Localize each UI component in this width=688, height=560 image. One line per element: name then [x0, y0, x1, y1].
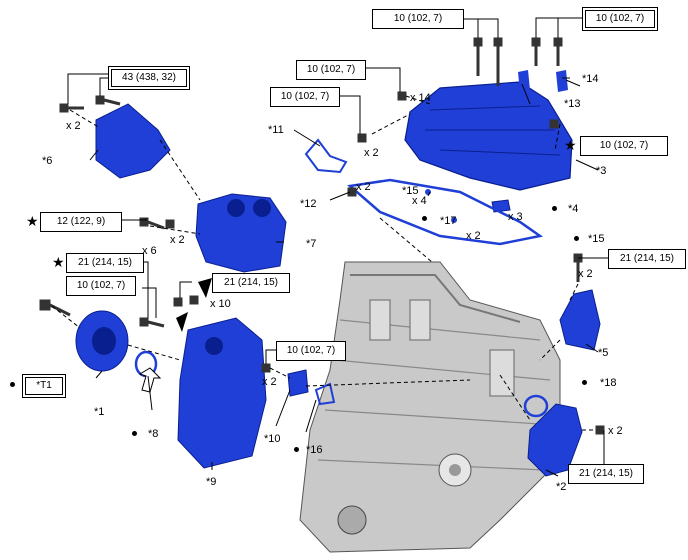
timing-chain-cover — [177, 317, 267, 469]
bullet-dot — [582, 380, 587, 385]
torque-box: 10 (102, 7) — [296, 60, 366, 80]
star-icon: ★ — [564, 137, 577, 153]
torque-box: 21 (214, 15) — [608, 249, 686, 269]
part-label: *6 — [42, 155, 53, 167]
part-label: *7 — [306, 238, 317, 250]
part-label: *1 — [94, 406, 105, 418]
bullet-dot — [574, 236, 579, 241]
quantity-label: x 2 — [466, 230, 481, 242]
water-inlet-housing — [527, 403, 583, 477]
torque-box: 10 (102, 7) — [372, 9, 464, 29]
engine-block — [299, 261, 561, 553]
part-label: *4 — [568, 203, 579, 215]
torque-box: 10 (102, 7) — [270, 87, 340, 107]
star-icon: ★ — [52, 254, 65, 270]
part-label: *13 — [564, 98, 581, 110]
bullet-dot — [422, 216, 427, 221]
torque-box: 10 (102, 7) — [580, 136, 668, 156]
bullet-dot — [552, 206, 557, 211]
quantity-label: x 6 — [142, 245, 157, 257]
torque-box: 21 (214, 15) — [568, 464, 644, 484]
part-label: *8 — [148, 428, 159, 440]
part-label: *14 — [582, 73, 599, 85]
part-label: *10 — [264, 433, 281, 445]
torque-box: 10 (102, 7) — [582, 7, 658, 31]
part-label: *5 — [598, 347, 609, 359]
engine-mounting-bracket-rh — [559, 289, 601, 351]
part-label: *16 — [306, 444, 323, 456]
torque-box: 21 (214, 15) — [212, 273, 290, 293]
alignment-lines — [51, 95, 596, 431]
part-label: *17 — [440, 215, 457, 227]
part-label: *11 — [268, 124, 284, 136]
torque-box: 12 (122, 9) — [40, 212, 122, 232]
quantity-label: x 10 — [210, 298, 231, 310]
quantity-label: x 2 — [364, 147, 379, 159]
torque-box: 10 (102, 7) — [276, 341, 346, 361]
arrows — [138, 278, 212, 393]
small-parts — [287, 70, 568, 397]
quantity-label: x 2 — [356, 181, 371, 193]
quantity-label: x 2 — [262, 376, 277, 388]
engine-mounting-bracket — [95, 103, 171, 179]
part-label: *3 — [596, 165, 607, 177]
cylinder-head-cover — [404, 81, 573, 191]
crankshaft-pulley — [75, 310, 129, 372]
bullet-dot — [132, 431, 137, 436]
quantity-label: x 14 — [410, 92, 431, 104]
star-icon: ★ — [26, 213, 39, 229]
quantity-label: x 2 — [170, 234, 185, 246]
torque-box: 10 (102, 7) — [66, 276, 136, 296]
tool-label-box: *T1 — [22, 374, 66, 398]
torque-box: 43 (438, 32) — [108, 66, 190, 90]
quantity-label: x 2 — [608, 425, 623, 437]
gaskets-and-rings — [134, 138, 549, 418]
quantity-label: x 2 — [66, 120, 81, 132]
part-label: *15 — [588, 233, 605, 245]
part-label: *9 — [206, 476, 217, 488]
quantity-label: x 3 — [508, 211, 523, 223]
quantity-label: x 4 — [412, 195, 427, 207]
bullet-dot — [294, 447, 299, 452]
part-label: *18 — [600, 377, 617, 389]
quantity-label: x 2 — [578, 268, 593, 280]
torque-box: 21 (214, 15) — [66, 253, 144, 273]
leader-lines — [67, 17, 608, 477]
part-label: *12 — [300, 198, 317, 210]
part-label: *2 — [556, 481, 567, 493]
bolts — [39, 37, 605, 435]
bullet-dot — [10, 382, 15, 387]
timing-cover-upper — [195, 193, 287, 273]
part-label: *15 — [402, 185, 419, 197]
